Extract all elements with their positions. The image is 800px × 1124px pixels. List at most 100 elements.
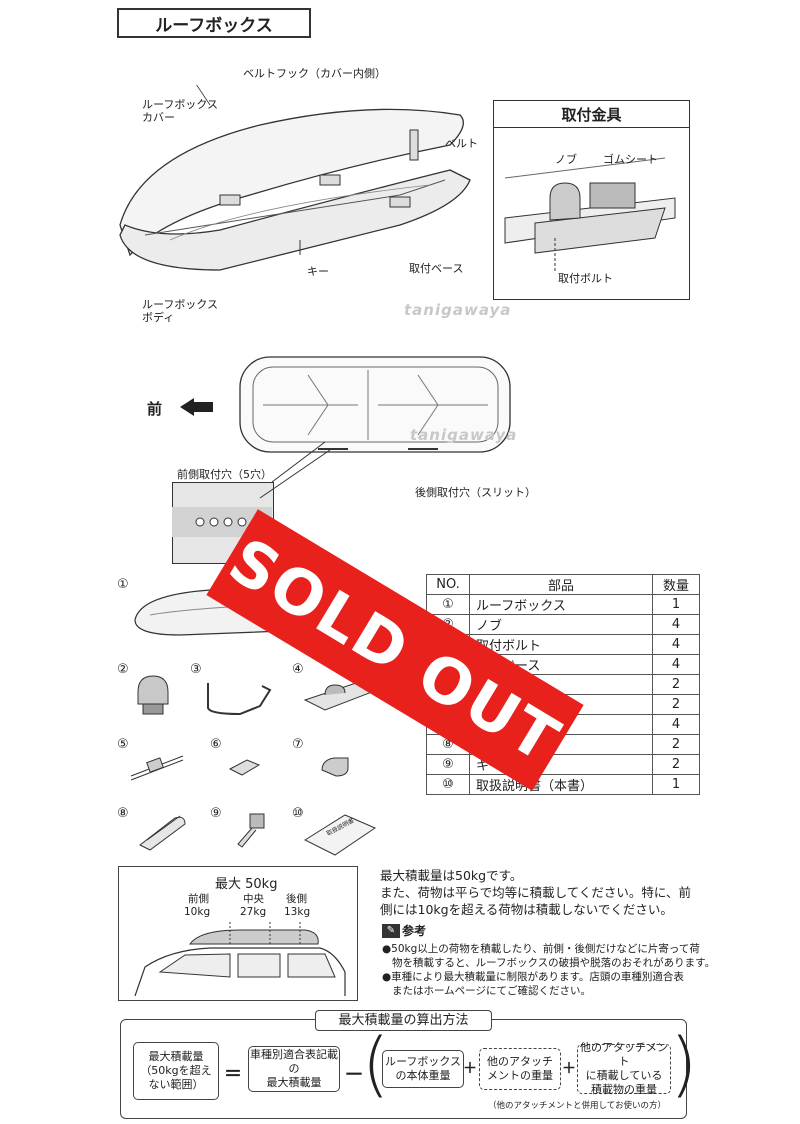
part-belt-hook — [228, 759, 261, 776]
item-number-4: ④ — [292, 662, 304, 677]
part-bolt — [207, 683, 272, 716]
body-label-1: ルーフボックス — [142, 298, 219, 311]
formula-box-weight-line1: ルーフボックス — [384, 1055, 461, 1068]
part-key — [237, 813, 265, 848]
plus-sign-2: ＋ — [562, 1061, 576, 1077]
formula-attach-load-line2: に積載している — [585, 1069, 663, 1082]
item-number-10: ⑩ — [292, 806, 304, 821]
mount-base-label: 取付ベース — [409, 262, 464, 275]
item-number-7: ⑦ — [292, 737, 304, 752]
hardware-illustration — [504, 157, 676, 273]
bullet-1a: ●50kg以上の荷物を積載したり、前側・後側だけなどに片寄って荷 — [382, 943, 700, 955]
plus-sign-1: ＋ — [463, 1061, 477, 1077]
row-no: ① — [426, 594, 470, 615]
formula-attach-line1: 他のアタッチ — [487, 1055, 553, 1068]
row-name: 取扱説明書（本書） — [469, 774, 653, 795]
formula-table-load: 車種別適合表記載の 最大積載量 — [248, 1046, 340, 1092]
row-qty: 2 — [652, 754, 700, 775]
watermark-1: tanigawaya — [404, 301, 512, 319]
bullet-2a: ●車種により最大積載量に制限があります。店頭の車種別適合表 — [382, 971, 684, 983]
part-knob — [137, 675, 169, 715]
header-part: 部品 — [469, 574, 653, 595]
belt-label: ベルト — [445, 137, 478, 150]
row-qty: 1 — [652, 594, 700, 615]
formula-box-weight: ルーフボックス の本体重量 — [382, 1050, 464, 1088]
formula-attach-load-line1: 他のアタッチメント — [580, 1041, 668, 1068]
front-arrow-tail — [193, 402, 213, 412]
row-qty: 4 — [652, 654, 700, 675]
note-line-2: また、荷物は平らで均等に積載してください。特に、前 — [380, 885, 692, 900]
roof-box-open-illustration — [119, 85, 471, 271]
knob-label: ノブ — [555, 153, 577, 166]
note-line-1: 最大積載量は50kgです。 — [380, 868, 523, 883]
part-cap — [321, 757, 349, 777]
part-manual — [303, 814, 377, 856]
row-no: ⑩ — [426, 774, 470, 795]
car-with-roof-box — [134, 922, 346, 996]
front-load-value: 10kg — [184, 906, 211, 918]
center-load-value: 27kg — [240, 906, 267, 918]
formula-max-load: 最大積載量 （50kgを超え ない範囲） — [133, 1042, 219, 1100]
row-qty: 2 — [652, 694, 700, 715]
item-number-1: ① — [117, 577, 129, 592]
cover-label-2: カバー — [142, 111, 175, 124]
formula-attach-weight: 他のアタッチ メントの重量 — [479, 1048, 561, 1090]
body-label-2: ボディ — [142, 311, 175, 324]
belt-hook-label: ベルトフック（カバー内側） — [243, 67, 386, 80]
row-name: 取付ボルト — [469, 634, 653, 655]
item-number-8: ⑧ — [117, 806, 129, 821]
row-qty: 4 — [652, 614, 700, 635]
front-label: 前 — [147, 400, 163, 418]
formula-attach-line2: メントの重量 — [487, 1069, 553, 1082]
item-number-2: ② — [117, 662, 129, 677]
minus-sign: － — [344, 1062, 364, 1086]
formula-max-line1: 最大積載量 — [148, 1050, 204, 1063]
parts-table-header: NO. 部品 数量 — [426, 574, 700, 595]
hardware-title: 取付金具 — [493, 100, 690, 128]
max-load-label: 最大 50kg — [215, 877, 278, 892]
formula-box-weight-line2: の本体重量 — [395, 1069, 451, 1082]
roof-box-top-view — [239, 356, 511, 453]
inset-connector-lines — [259, 441, 331, 499]
item-number-9: ⑨ — [210, 806, 222, 821]
equals-sign: ＝ — [224, 1064, 242, 1085]
formula-max-line2: （50kgを超え — [140, 1064, 212, 1077]
formula-attach-load-line3: 積載物の重量 — [591, 1083, 657, 1096]
header-no: NO. — [426, 574, 470, 595]
cover-label-1: ルーフボックス — [142, 98, 219, 111]
rear-load-value: 13kg — [284, 906, 311, 918]
note-line-3: 側には10kgを超える荷物は積載しないでください。 — [380, 902, 673, 917]
formula-max-line3: ない範囲） — [148, 1078, 204, 1091]
item-number-3: ③ — [190, 662, 202, 677]
center-load-name: 中央 — [243, 893, 264, 905]
reference-icon: ✎ — [382, 924, 400, 938]
front-holes-label: 前側取付穴（5穴） — [177, 468, 272, 481]
part-belt — [130, 755, 184, 781]
row-name: ノブ — [469, 614, 653, 635]
row-qty: 2 — [652, 674, 700, 695]
bullet-1b: 物を積載すると、ルーフボックスの破損や脱落のおそれがあります。 — [392, 957, 716, 969]
rear-load-name: 後側 — [286, 893, 307, 905]
mount-bolt-label: 取付ボルト — [558, 272, 613, 285]
formula-title: 最大積載量の算出方法 — [315, 1010, 492, 1031]
table-row: ②ノブ4 — [426, 614, 700, 635]
rubber-sheet-label: ゴムシート — [603, 153, 658, 166]
row-name: ルーフボックス — [469, 594, 653, 615]
header-qty: 数量 — [652, 574, 700, 595]
load-box — [118, 866, 358, 1001]
rear-holes-label: 後側取付穴（スリット） — [415, 486, 536, 499]
row-qty: 2 — [652, 734, 700, 755]
formula-table-line1: 車種別適合表記載の — [250, 1048, 338, 1075]
page-title: ルーフボックス — [117, 8, 311, 38]
row-qty: 4 — [652, 634, 700, 655]
bullet-2b: またはホームページにてご確認ください。 — [392, 985, 591, 997]
key-label: キー — [307, 265, 329, 278]
watermark-2: tanigawaya — [410, 426, 518, 444]
formula-footnote: （他のアタッチメントと併用してお使いの方） — [488, 1101, 666, 1111]
close-paren: ) — [670, 1023, 698, 1105]
row-no: ⑨ — [426, 754, 470, 775]
reference-title: 参考 — [402, 924, 427, 938]
